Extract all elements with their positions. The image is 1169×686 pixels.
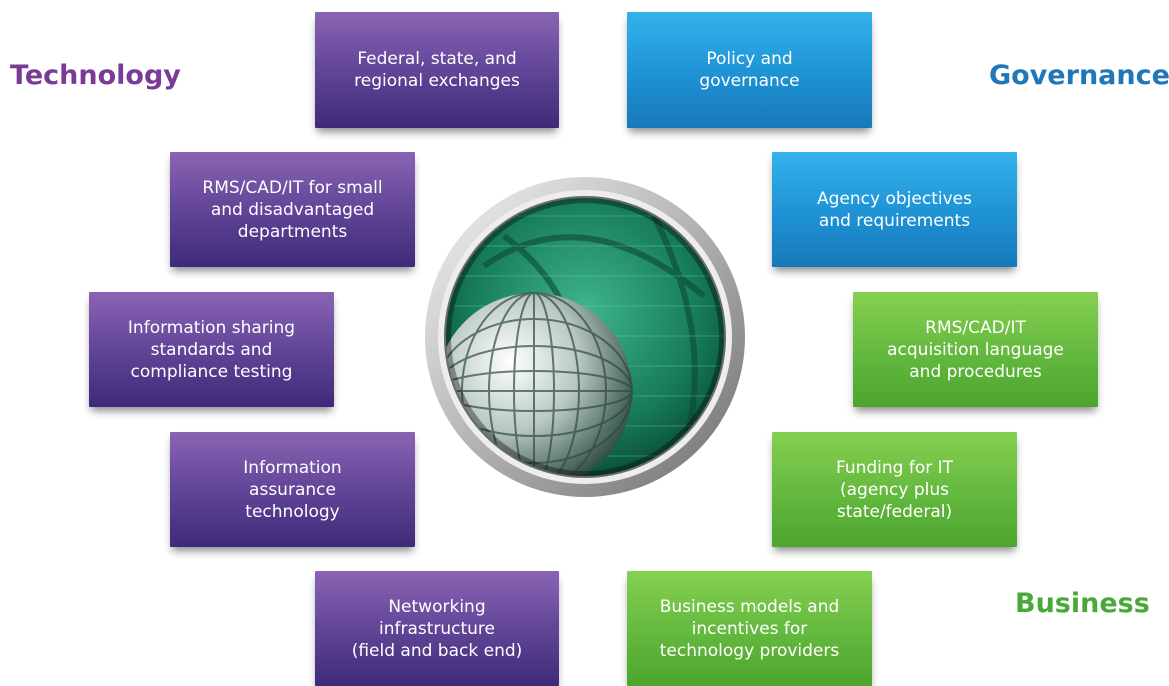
box-information-assurance: Information assurance technology bbox=[170, 432, 415, 547]
globe-lens-icon bbox=[425, 177, 745, 497]
box-networking-infrastructure: Networking infrastructure (field and bac… bbox=[315, 571, 559, 686]
box-business-models: Business models and incentives for techn… bbox=[627, 571, 872, 686]
box-rms-acquisition: RMS/CAD/IT acquisition language and proc… bbox=[853, 292, 1098, 407]
box-rms-small-departments-label: RMS/CAD/IT for small and disadvantaged d… bbox=[202, 177, 383, 242]
box-funding-it: Funding for IT (agency plus state/federa… bbox=[772, 432, 1017, 547]
category-business: Business bbox=[1015, 588, 1150, 619]
box-policy-governance-label: Policy and governance bbox=[699, 49, 800, 91]
box-business-models-label: Business models and incentives for techn… bbox=[659, 596, 840, 661]
box-information-sharing: Information sharing standards and compli… bbox=[89, 292, 334, 407]
box-agency-objectives: Agency objectives and requirements bbox=[772, 152, 1017, 267]
box-rms-acquisition-label: RMS/CAD/IT acquisition language and proc… bbox=[887, 317, 1064, 382]
box-information-assurance-label: Information assurance technology bbox=[243, 457, 342, 522]
box-funding-it-label: Funding for IT (agency plus state/federa… bbox=[835, 457, 954, 522]
box-policy-governance: Policy and governance bbox=[627, 12, 872, 128]
category-technology: Technology bbox=[10, 60, 181, 91]
category-governance: Governance bbox=[989, 60, 1169, 91]
box-federal-exchanges: Federal, state, and regional exchanges bbox=[315, 12, 559, 128]
box-agency-objectives-label: Agency objectives and requirements bbox=[817, 188, 972, 231]
box-networking-infrastructure-label: Networking infrastructure (field and bac… bbox=[351, 596, 523, 661]
box-information-sharing-label: Information sharing standards and compli… bbox=[127, 317, 296, 382]
box-federal-exchanges-label: Federal, state, and regional exchanges bbox=[354, 49, 520, 91]
box-rms-small-departments: RMS/CAD/IT for small and disadvantaged d… bbox=[170, 152, 415, 267]
